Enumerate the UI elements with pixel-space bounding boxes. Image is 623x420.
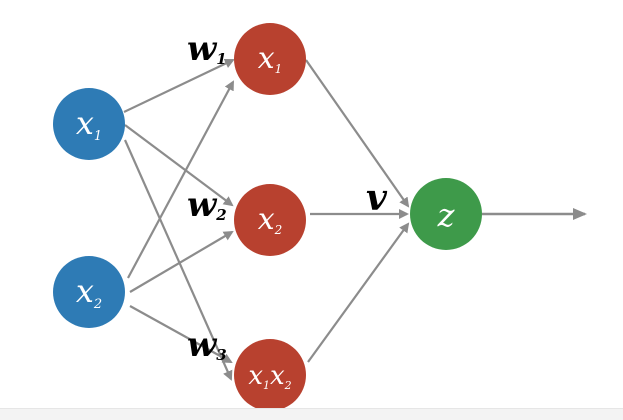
edge-x2-to-h2 bbox=[129, 230, 234, 293]
svg-text:x1x2: x1x2 bbox=[248, 361, 291, 392]
weight-w1-base: w bbox=[187, 29, 218, 69]
input-node-x1-sub: 1 bbox=[94, 129, 102, 144]
input-node-x1: x1 bbox=[53, 88, 125, 160]
weight-w3-base: w bbox=[187, 325, 218, 365]
hidden-node-x1-circle bbox=[234, 23, 306, 95]
hidden-node-x1x2: x1x2 bbox=[234, 339, 306, 411]
weight-label-w3: w3 bbox=[187, 325, 227, 365]
edge-h1-to-z bbox=[305, 59, 410, 208]
edge-x1-to-h2 bbox=[124, 124, 234, 207]
input-node-x2-sub: 2 bbox=[93, 297, 102, 312]
hidden-node-x1x2-sub2: 2 bbox=[284, 379, 292, 392]
edge-x2-to-h1 bbox=[127, 80, 234, 279]
weight-w1-sub: 1 bbox=[216, 50, 226, 68]
hidden-node-x2-base: x bbox=[258, 202, 275, 237]
hidden-node-x1x2-sub1: 1 bbox=[263, 379, 270, 392]
weight-w3-sub: 3 bbox=[216, 346, 226, 364]
edges-hidden-to-output bbox=[305, 59, 410, 363]
edge-x1-to-h3 bbox=[123, 139, 233, 381]
svg-text:x2: x2 bbox=[258, 202, 283, 237]
edges-input-to-hidden bbox=[123, 58, 235, 381]
edge-x2-to-h3 bbox=[129, 305, 233, 363]
weight-label-v: v bbox=[366, 177, 388, 219]
hidden-node-x1-base: x bbox=[258, 41, 275, 76]
svg-text:x2: x2 bbox=[76, 272, 102, 312]
input-node-x2: x2 bbox=[53, 256, 125, 328]
weight-label-w2: w2 bbox=[187, 185, 227, 225]
hidden-node-x1x2-circle bbox=[234, 339, 306, 411]
edge-x1-to-h1 bbox=[123, 58, 235, 113]
hidden-node-x1-sub: 1 bbox=[275, 62, 283, 76]
input-node-x2-base: x bbox=[76, 272, 94, 310]
bottom-strip bbox=[0, 408, 623, 420]
weight-w2-sub: 2 bbox=[215, 206, 226, 224]
input-node-x1-base: x bbox=[76, 104, 94, 142]
weight-label-w1: w1 bbox=[187, 29, 227, 69]
weight-w2-base: w bbox=[187, 185, 218, 225]
hidden-node-x1: x1 bbox=[234, 23, 306, 95]
input-node-x1-circle bbox=[53, 88, 125, 160]
svg-text:x1: x1 bbox=[258, 41, 283, 76]
hidden-node-x2-circle bbox=[234, 184, 306, 256]
output-node-z: z bbox=[410, 178, 482, 250]
input-node-x2-circle bbox=[53, 256, 125, 328]
hidden-node-x2: x2 bbox=[234, 184, 306, 256]
output-node-z-circle bbox=[410, 178, 482, 250]
output-node-z-label: z bbox=[437, 196, 456, 234]
hidden-node-x1x2-base1: x bbox=[248, 361, 263, 391]
svg-text:x1: x1 bbox=[76, 104, 102, 144]
hidden-node-x1x2-base2: x bbox=[270, 361, 285, 391]
edge-h3-to-z bbox=[307, 222, 410, 363]
hidden-node-x2-sub: 2 bbox=[274, 223, 283, 237]
